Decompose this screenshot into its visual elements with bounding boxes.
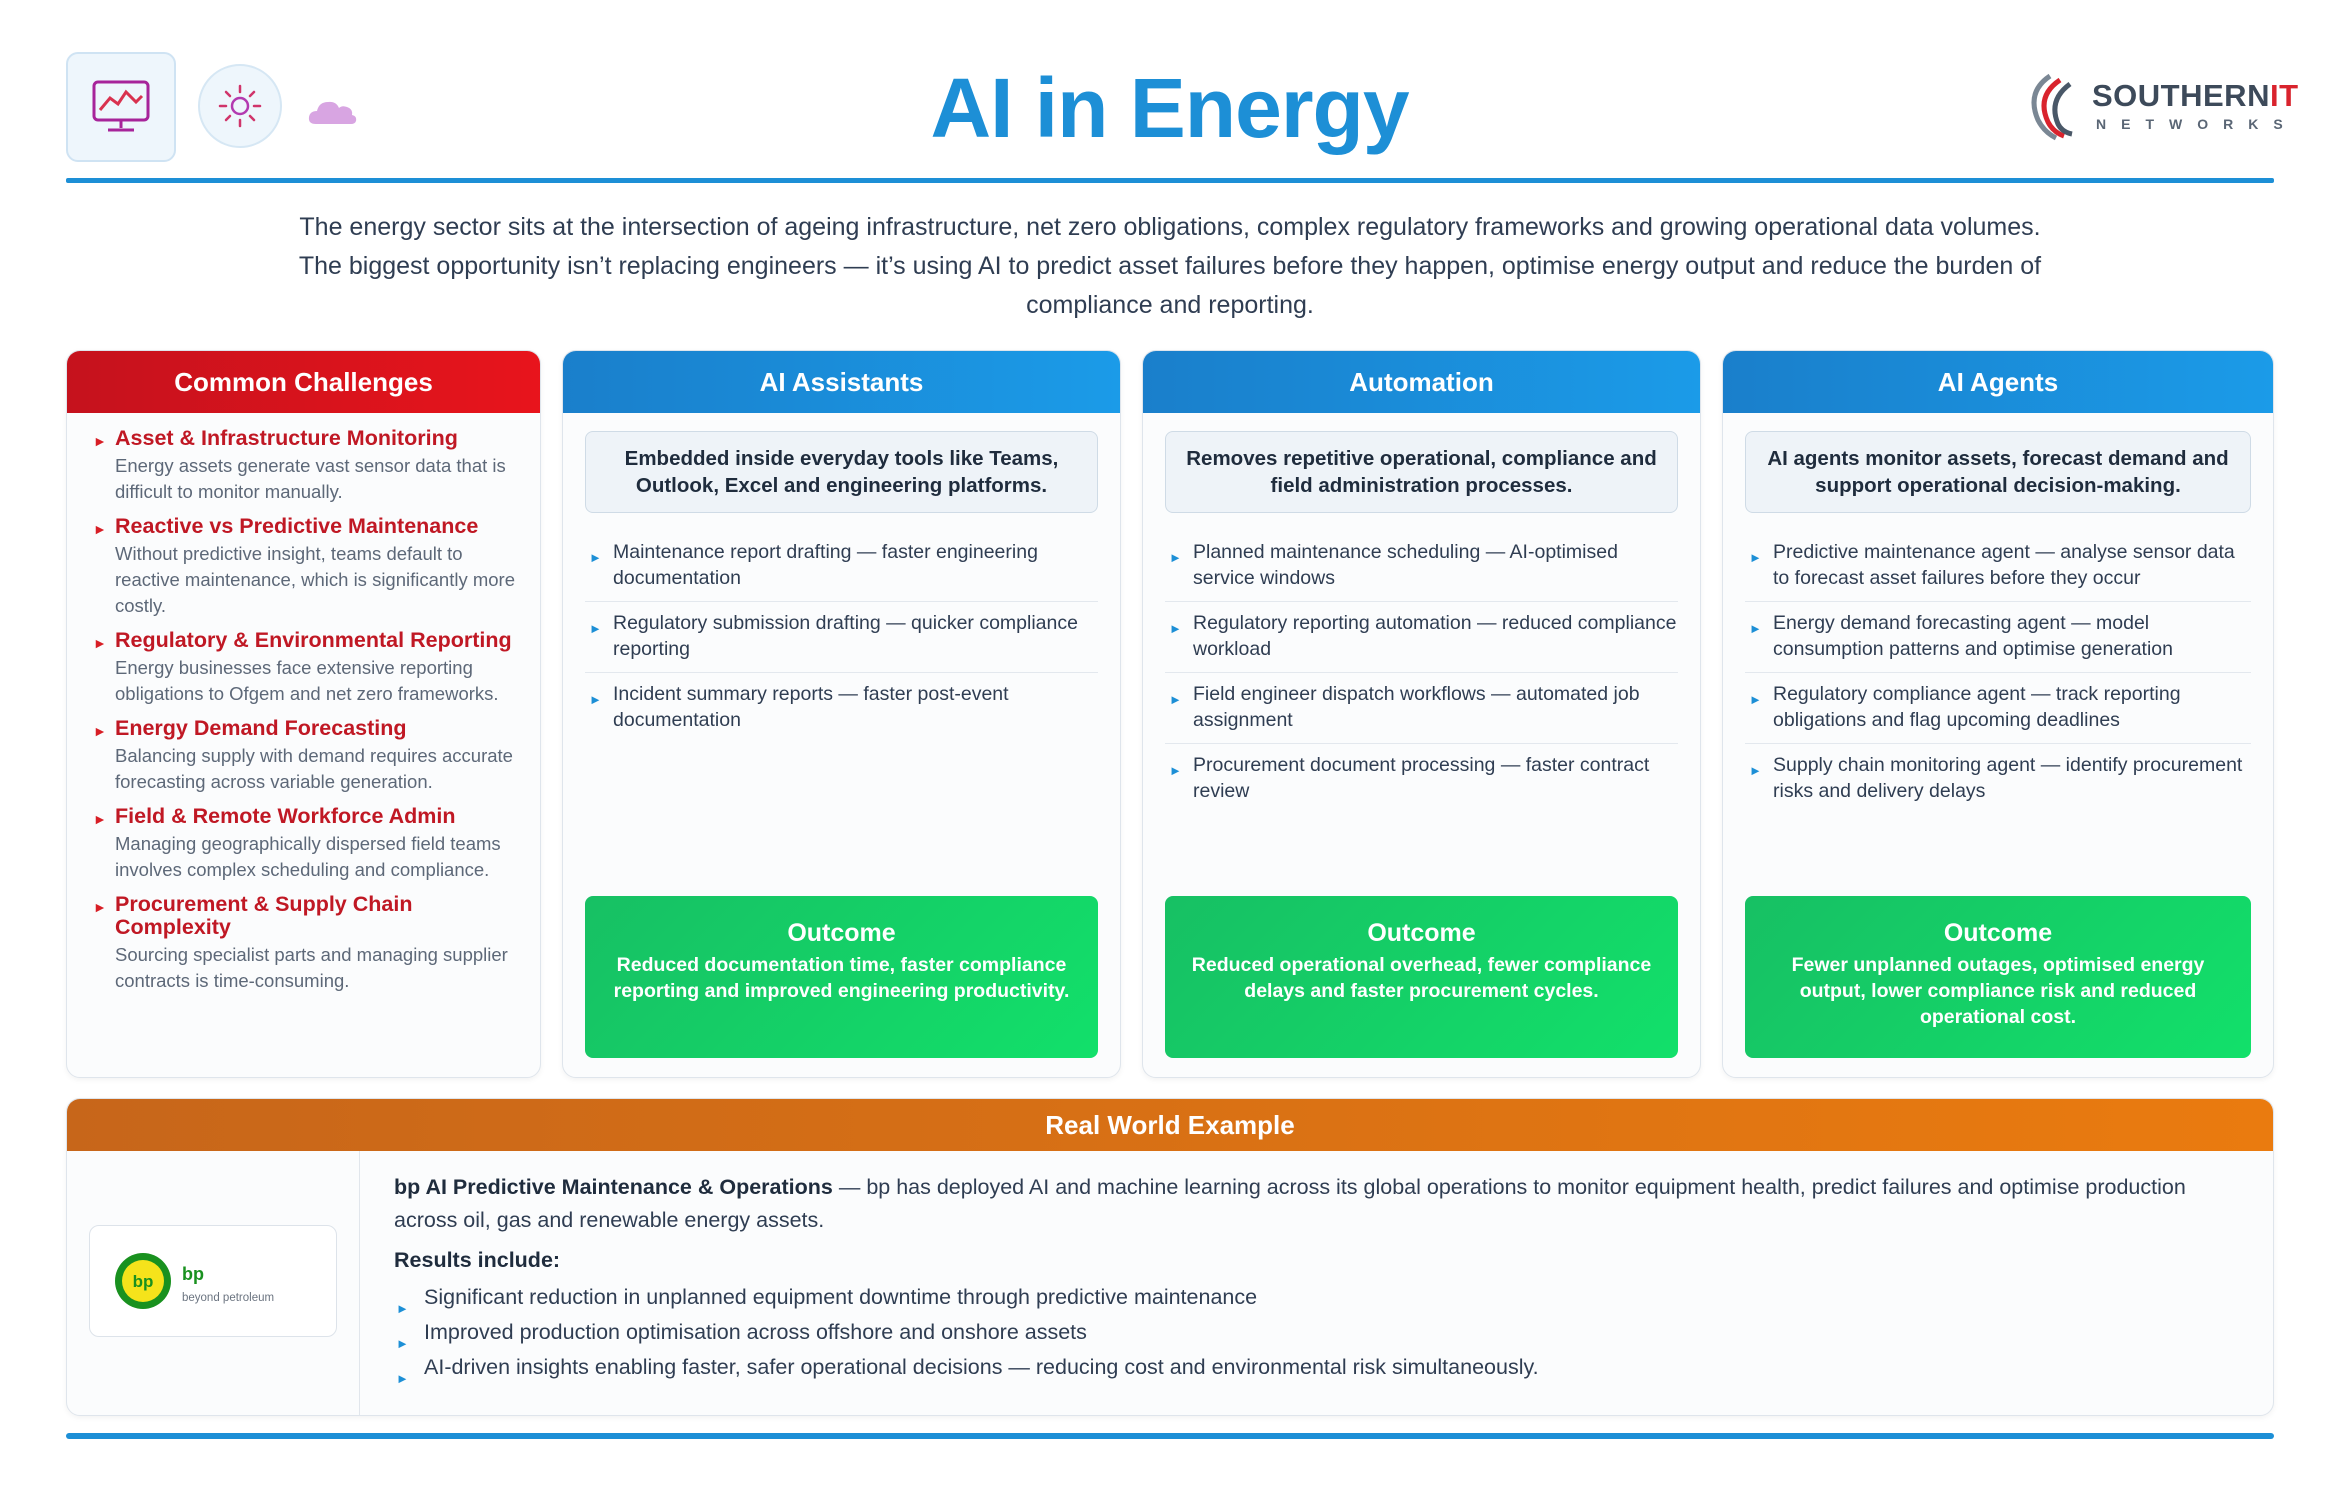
arrow-icon: ► [589, 621, 602, 636]
assistants-summary: Embedded inside everyday tools like Team… [585, 431, 1098, 513]
assistants-panel: AI Assistants Embedded inside everyday t… [562, 350, 1121, 1078]
arrow-icon: ► [1169, 692, 1182, 707]
intro-line-2: The biggest opportunity isn’t replacing … [298, 252, 2042, 319]
results-label: Results include: [394, 1248, 561, 1272]
assistants-outcome: Outcome Reduced documentation time, fast… [585, 896, 1098, 1058]
list-item: ►Incident summary reports — faster post-… [589, 683, 1009, 731]
arrow-icon: ► [93, 899, 107, 915]
list-item: ►Procurement document processing — faste… [1169, 754, 1650, 802]
example-description: bp AI Predictive Maintenance & Operation… [394, 1171, 2227, 1237]
logo-subtitle: NETWORKS [2096, 116, 2298, 132]
list-item: ►AI-driven insights enabling faster, saf… [394, 1350, 2227, 1386]
intro-line-1: The energy sector sits at the intersecti… [299, 213, 2041, 241]
real-world-example-panel: Real World Example bp bp beyond petroleu… [66, 1098, 2274, 1416]
monitor-chart-icon [66, 52, 176, 162]
list-item: ►Predictive maintenance agent — analyse … [1745, 531, 2251, 602]
example-heading: Real World Example [67, 1099, 2273, 1151]
example-desc-text: — bp has deployed AI and machine learnin… [394, 1175, 2186, 1232]
arrow-icon: ► [1169, 550, 1182, 565]
results-list: ►Significant reduction in unplanned equi… [394, 1280, 2227, 1386]
arrow-icon: ► [589, 692, 602, 707]
header-divider [66, 178, 2274, 183]
footer-divider [66, 1433, 2274, 1439]
arrow-icon: ► [396, 1336, 409, 1351]
automation-heading: Automation [1143, 351, 1700, 413]
automation-outcome: Outcome Reduced operational overhead, fe… [1165, 896, 1678, 1058]
page-title: AI in Energy [930, 61, 1409, 155]
list-item: ►Regulatory submission drafting — quicke… [585, 602, 1098, 673]
company-tagline: beyond petroleum [182, 1292, 275, 1304]
agents-outcome: Outcome Fewer unplanned outages, optimis… [1745, 896, 2251, 1058]
logo-swoosh-icon [2031, 73, 2073, 141]
list-item: ►Planned maintenance scheduling — AI-opt… [1165, 531, 1678, 602]
challenges-panel: Common Challenges ►Asset & Infrastructur… [66, 350, 541, 1078]
arrow-icon: ► [93, 811, 107, 827]
automation-list: ►Planned maintenance scheduling — AI-opt… [1165, 531, 1678, 814]
list-item: ►Supply chain monitoring agent — identif… [1749, 754, 2243, 802]
bp-logo-mark: bp [133, 1272, 154, 1291]
list-item: ►Improved production optimisation across… [394, 1315, 2227, 1351]
arrow-icon: ► [93, 635, 107, 651]
example-lead: bp AI Predictive Maintenance & Operation… [394, 1175, 833, 1199]
list-item: ►Significant reduction in unplanned equi… [394, 1280, 2227, 1316]
automation-summary: Removes repetitive operational, complian… [1165, 431, 1678, 513]
assistants-list: ►Maintenance report drafting — faster en… [585, 531, 1098, 743]
bp-logo-card: bp bp beyond petroleum [89, 1225, 337, 1337]
list-item: ►Energy demand forecasting agent — model… [1745, 602, 2251, 673]
agents-summary: AI agents monitor assets, forecast deman… [1745, 431, 2251, 513]
example-body: bp AI Predictive Maintenance & Operation… [394, 1171, 2227, 1386]
agents-list: ►Predictive maintenance agent — analyse … [1745, 531, 2251, 814]
logo-name: SOUTHERN [2092, 78, 2270, 113]
sun-icon [198, 64, 282, 148]
arrow-icon: ► [1169, 763, 1182, 778]
list-item: ►Regulatory reporting automation — reduc… [1165, 602, 1678, 673]
arrow-icon: ► [1749, 621, 1762, 636]
automation-panel: Automation Removes repetitive operationa… [1142, 350, 1701, 1078]
company-logo: SOUTHERNIT NETWORKS [2012, 70, 2298, 142]
agents-heading: AI Agents [1723, 351, 2273, 413]
logo-accent: IT [2269, 78, 2299, 113]
arrow-icon: ► [93, 723, 107, 739]
list-item: ►Field engineer dispatch workflows — aut… [1165, 673, 1678, 744]
cloud-icon [306, 96, 358, 126]
list-item: ►Maintenance report drafting — faster en… [585, 531, 1098, 602]
agents-panel: AI Agents AI agents monitor assets, fore… [1722, 350, 2274, 1078]
arrow-icon: ► [396, 1301, 409, 1316]
company-name: bp [182, 1264, 204, 1284]
assistants-heading: AI Assistants [563, 351, 1120, 413]
bp-logo-icon: bp [115, 1253, 171, 1309]
arrow-icon: ► [396, 1371, 409, 1386]
arrow-icon: ► [1749, 763, 1762, 778]
arrow-icon: ► [93, 433, 107, 449]
intro-text: The energy sector sits at the intersecti… [260, 208, 2080, 325]
arrow-icon: ► [1169, 621, 1182, 636]
arrow-icon: ► [93, 521, 107, 537]
challenges-heading: Common Challenges [67, 351, 540, 413]
arrow-icon: ► [1749, 692, 1762, 707]
example-logo-area: bp bp beyond petroleum [67, 1151, 360, 1415]
list-item: ►Regulatory compliance agent — track rep… [1745, 673, 2251, 744]
arrow-icon: ► [1749, 550, 1762, 565]
arrow-icon: ► [589, 550, 602, 565]
